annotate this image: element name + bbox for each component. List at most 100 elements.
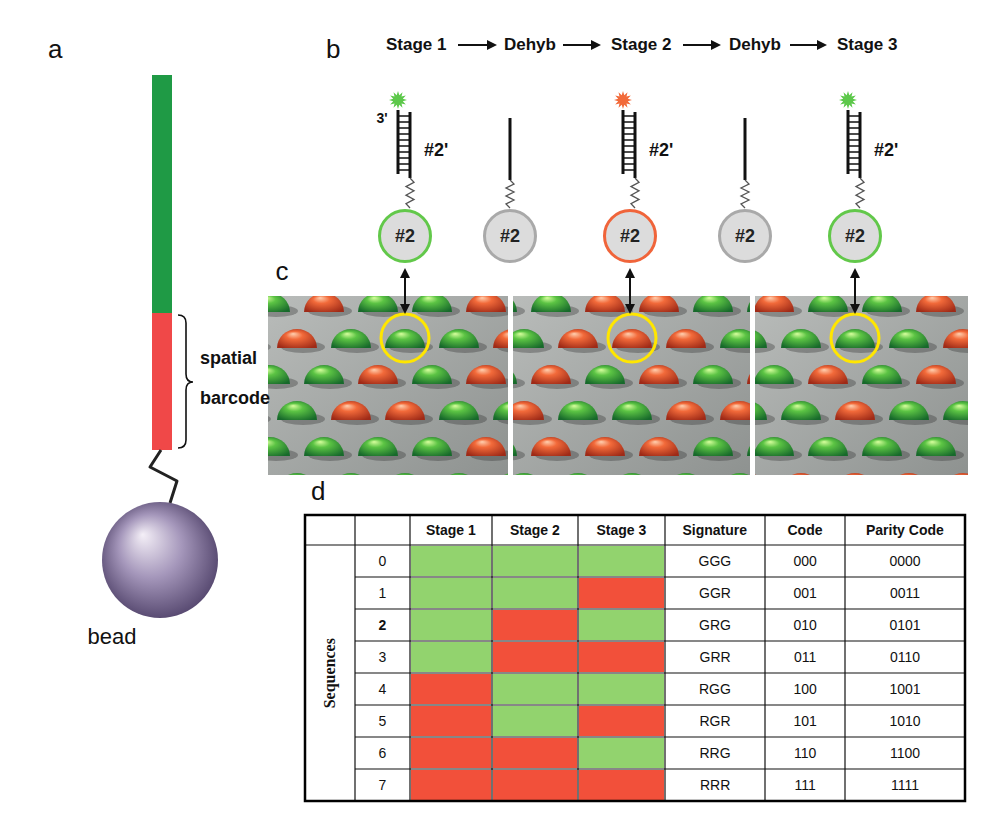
circle-shape xyxy=(485,211,536,262)
base-pair xyxy=(398,163,410,165)
base-pair xyxy=(623,157,635,159)
bead-green xyxy=(558,401,598,420)
base-pair xyxy=(848,169,860,171)
base-pair xyxy=(848,115,860,117)
bead-green xyxy=(493,401,508,420)
step-arrow xyxy=(458,44,489,46)
base-pair xyxy=(623,139,635,141)
step-arrow xyxy=(683,44,713,46)
circle-shape xyxy=(380,211,431,262)
bead-red xyxy=(466,296,506,312)
bead-red xyxy=(755,296,794,312)
stage-cell xyxy=(579,610,664,640)
bead-green xyxy=(693,296,733,312)
stage-cell xyxy=(579,738,664,768)
arrow-head xyxy=(400,304,410,314)
bead-green xyxy=(439,401,479,420)
circle-shape xyxy=(605,211,656,262)
arrow-head xyxy=(625,268,635,278)
base-pair xyxy=(398,121,410,123)
stage-cell xyxy=(579,674,664,704)
bead-green xyxy=(358,437,398,456)
bead-green xyxy=(747,296,750,312)
step-label: Dehyb xyxy=(729,35,781,55)
bead-red xyxy=(385,401,425,420)
bead-green xyxy=(412,296,452,312)
base-pair xyxy=(398,169,410,171)
step-label: Dehyb xyxy=(504,35,556,55)
arrow-head xyxy=(400,268,410,278)
dome-shadow xyxy=(268,413,271,425)
stage-cell xyxy=(411,674,491,704)
step-arrow xyxy=(563,44,593,46)
bead-red xyxy=(808,365,848,384)
arrow-head xyxy=(625,304,635,314)
base-pair xyxy=(848,139,860,141)
bead-red xyxy=(466,365,506,384)
base-pair xyxy=(398,157,410,159)
linker-spring xyxy=(406,178,414,208)
header-cell: Stage 1 xyxy=(426,522,476,538)
bead-green xyxy=(755,365,794,384)
bead-green xyxy=(513,329,544,348)
bead-green xyxy=(808,296,848,312)
bead-red xyxy=(585,437,625,456)
stage-cell xyxy=(579,770,664,800)
table-cell: 111 xyxy=(795,777,816,793)
bead-green xyxy=(412,437,452,456)
stage-cell xyxy=(493,578,577,608)
bead-green xyxy=(755,437,794,456)
bead-green xyxy=(513,296,517,312)
micrograph xyxy=(268,296,508,475)
fluorophore xyxy=(614,91,632,109)
stage-cell xyxy=(493,738,577,768)
bead-green xyxy=(693,365,733,384)
panel-letter: c xyxy=(276,257,289,287)
bead-red xyxy=(493,329,508,348)
base-pair xyxy=(848,145,860,147)
table-line xyxy=(355,608,965,609)
row-index: 5 xyxy=(379,713,387,729)
base-pair xyxy=(848,133,860,135)
circle-shape xyxy=(830,211,881,262)
header-cell: Stage 2 xyxy=(510,522,560,538)
arrow-head xyxy=(850,268,860,278)
base-pair xyxy=(398,133,410,135)
table-line xyxy=(305,544,965,545)
bead-green xyxy=(889,329,929,348)
micrograph-ground xyxy=(513,296,750,475)
bead-green xyxy=(493,473,508,475)
table-line xyxy=(491,515,492,801)
bead-green xyxy=(268,437,290,456)
table-line xyxy=(355,576,965,577)
bead-green xyxy=(439,329,479,348)
row-index: 7 xyxy=(379,777,387,793)
base-pair xyxy=(623,169,635,171)
bead-green xyxy=(755,401,767,420)
bead-red xyxy=(531,437,571,456)
table-line xyxy=(354,515,355,801)
table-cell: 101 xyxy=(794,713,817,729)
row-index: 6 xyxy=(379,745,387,761)
bead-sphere xyxy=(102,502,218,618)
stage-cell xyxy=(579,642,664,672)
base-pair xyxy=(398,115,410,117)
header-cell: Code xyxy=(788,522,823,538)
bead-green xyxy=(747,437,750,456)
table-border xyxy=(305,515,965,801)
linker-spring xyxy=(856,178,864,208)
bead-green xyxy=(720,329,750,348)
bead-green xyxy=(666,473,706,475)
bead-red xyxy=(666,329,706,348)
double-arrow xyxy=(629,276,631,306)
base-pair xyxy=(623,145,635,147)
double-arrow xyxy=(404,276,406,306)
stage-cell xyxy=(493,674,577,704)
stage-cell xyxy=(411,546,491,576)
bead-green xyxy=(889,401,929,420)
table-cell: 1010 xyxy=(890,713,921,729)
bead-red xyxy=(666,401,706,420)
axis-label: Sequences xyxy=(321,638,339,708)
bead-green xyxy=(862,365,902,384)
stage-label: Stage 1 xyxy=(386,35,446,55)
